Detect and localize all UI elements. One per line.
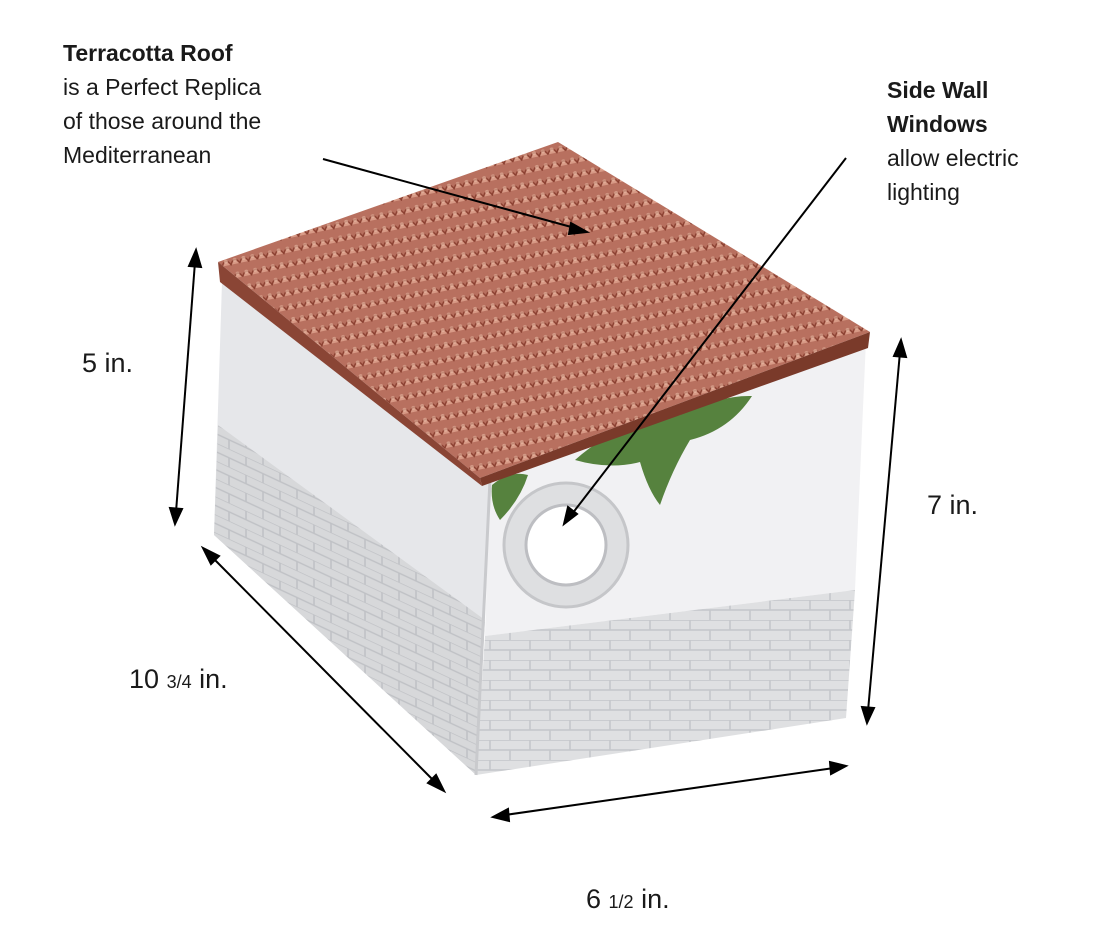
length-label: 10 3/4 in. — [129, 664, 228, 695]
dim-whole: 10 — [129, 664, 160, 694]
roof-callout: Terracotta Roof is a Perfect Replica of … — [63, 36, 363, 172]
dim-unit: in. — [104, 348, 134, 378]
roof-leader-line — [322, 158, 591, 236]
ivy-foliage — [491, 395, 752, 520]
dim-whole: 6 — [586, 884, 602, 914]
roof-callout-line: of those around the — [63, 108, 262, 134]
round-window — [502, 481, 630, 609]
width-label: 6 1/2 in. — [586, 884, 670, 915]
window-callout: Side Wall Windows allow electric lightin… — [887, 73, 1087, 209]
long-side-wall — [214, 282, 490, 775]
roof-callout-line: Mediterranean — [63, 142, 212, 168]
dim-fraction: 3/4 — [166, 672, 192, 692]
dim-whole: 7 — [927, 490, 943, 520]
window-callout-title: Windows — [887, 111, 988, 137]
window-callout-title: Side Wall — [887, 77, 989, 103]
terracotta-roof — [218, 142, 870, 486]
dim-unit: in. — [949, 490, 979, 520]
short-end-wall — [474, 340, 866, 776]
roof-callout-line: is a Perfect Replica — [63, 74, 262, 100]
dim-whole: 5 — [82, 348, 98, 378]
height-left-arrow — [168, 247, 203, 527]
roof-callout-title: Terracotta Roof — [63, 40, 233, 66]
dim-fraction: 1/2 — [608, 892, 634, 912]
window-callout-line: allow electric — [887, 145, 1019, 171]
width-arrow — [490, 760, 849, 823]
window-callout-line: lighting — [887, 179, 960, 205]
height-right-label: 7 in. — [927, 490, 978, 521]
height-right-arrow — [860, 337, 908, 726]
dim-unit: in. — [641, 884, 670, 914]
length-arrow — [200, 545, 447, 794]
window-leader-line — [562, 157, 847, 527]
dim-unit: in. — [199, 664, 228, 694]
height-left-label: 5 in. — [82, 348, 133, 379]
